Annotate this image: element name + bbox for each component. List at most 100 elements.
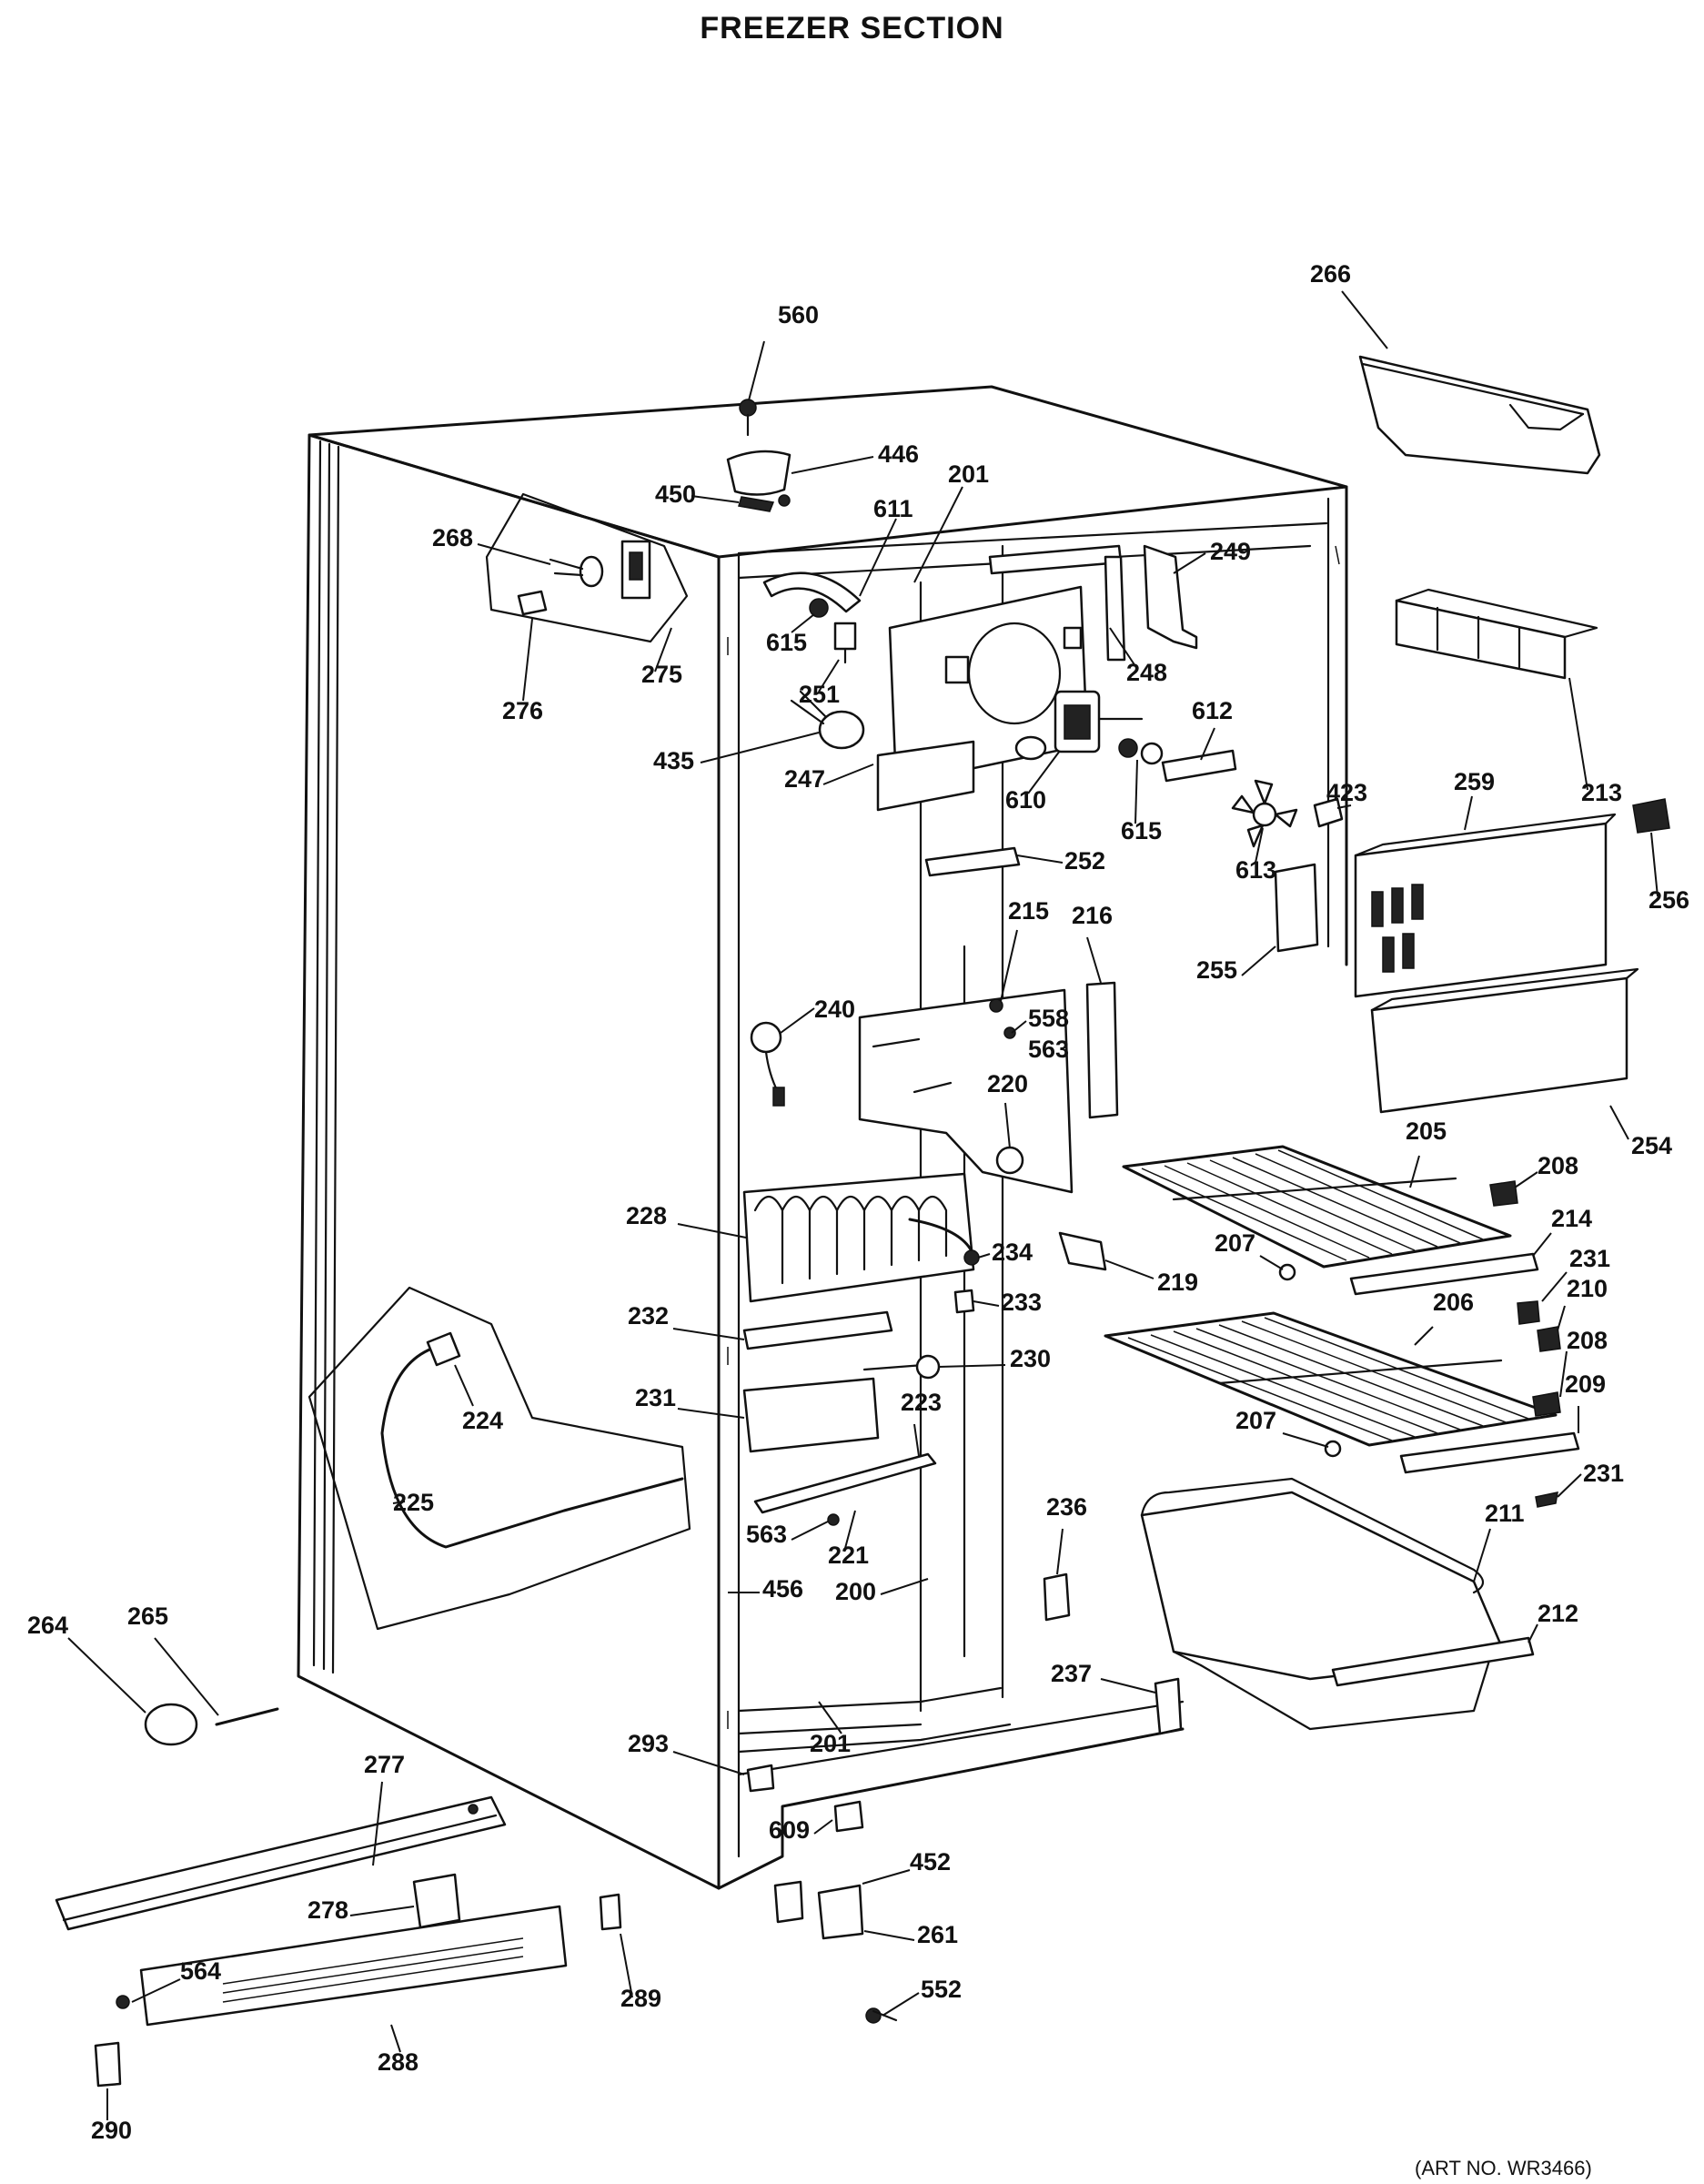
part-sensor-251 — [833, 622, 857, 664]
part-number-label: 251 — [799, 681, 840, 708]
part-number-label: 266 — [1310, 260, 1351, 288]
callout-layer: 5604464502682752766112012492666152512486… — [27, 260, 1689, 2144]
part-shelf-front-209 — [1399, 1431, 1580, 1474]
part-thermostat-230 — [862, 1354, 941, 1380]
part-thermostat-446 — [726, 450, 792, 507]
leader-line — [1341, 290, 1388, 349]
leader-line — [818, 659, 840, 693]
part-grommets-615 — [809, 598, 1164, 765]
part-number-label: 256 — [1649, 886, 1689, 914]
part-air-duct-215 — [858, 988, 1074, 1194]
part-number-label: 201 — [810, 1730, 851, 1757]
leader-line — [1100, 1678, 1156, 1694]
part-shelf-front-214 — [1349, 1252, 1539, 1296]
part-number-label: 220 — [987, 1070, 1028, 1097]
part-number-label: 289 — [620, 1985, 661, 2012]
part-light-switch-panel — [485, 492, 689, 643]
leader-line — [1568, 677, 1588, 791]
part-number-label: 221 — [828, 1542, 869, 1569]
part-bracket-249 — [1143, 544, 1198, 650]
callout-268: 268 — [432, 524, 551, 565]
callout-223: 223 — [901, 1389, 942, 1457]
part-rail-223 — [753, 1452, 937, 1514]
callout-205: 205 — [1406, 1117, 1447, 1188]
callout-240: 240 — [780, 996, 855, 1034]
part-number-label: 207 — [1215, 1229, 1255, 1257]
part-number-label: 255 — [1196, 956, 1237, 984]
leader-line — [349, 1906, 415, 1916]
leader-line — [1557, 1305, 1566, 1331]
callout-237: 237 — [1051, 1660, 1156, 1694]
leader-line — [791, 613, 815, 633]
callout-212: 212 — [1528, 1600, 1578, 1643]
callout-225: 225 — [392, 1489, 434, 1516]
part-hinge-237 — [1154, 1677, 1183, 1735]
part-light-shield-255 — [1274, 863, 1319, 953]
part-number-label: 231 — [635, 1384, 676, 1411]
part-number-label: 610 — [1005, 786, 1046, 814]
part-leveling-rail-277 — [55, 1795, 507, 1931]
part-number-label: 210 — [1567, 1275, 1608, 1302]
leader-line — [1650, 832, 1659, 897]
part-number-label: 265 — [127, 1603, 168, 1630]
part-shelf-205 — [1122, 1145, 1512, 1269]
part-number-label: 615 — [766, 629, 807, 656]
leader-line — [863, 1930, 915, 1941]
part-number-label: 225 — [393, 1489, 434, 1516]
part-light-bulb-423 — [1313, 797, 1344, 828]
part-number-label: 613 — [1235, 856, 1276, 884]
part-clip-290 — [94, 2041, 122, 2088]
leader-line — [938, 1364, 1006, 1368]
leader-line — [1473, 1528, 1491, 1582]
part-number-label: 452 — [910, 1848, 951, 1876]
part-screw-563b — [827, 1513, 840, 1526]
part-ice-tray-213 — [1395, 588, 1598, 680]
leader-line — [654, 627, 672, 672]
part-number-label: 612 — [1192, 697, 1233, 724]
part-axle-265 — [215, 1707, 279, 1726]
leader-line — [977, 1253, 991, 1259]
callout-201: 201 — [913, 460, 989, 583]
callout-290: 290 — [91, 2088, 132, 2144]
leader-line — [672, 1328, 745, 1340]
part-number-label: 231 — [1583, 1460, 1624, 1487]
part-number-label: 207 — [1235, 1407, 1276, 1434]
part-bracket-611 — [762, 571, 862, 613]
part-number-label: 213 — [1581, 779, 1622, 806]
callout-234: 234 — [977, 1239, 1033, 1266]
part-number-label: 560 — [778, 301, 819, 329]
callout-259: 259 — [1454, 768, 1495, 831]
part-number-label: 240 — [814, 996, 855, 1023]
leader-line — [1532, 1232, 1552, 1257]
part-number-label: 236 — [1046, 1493, 1087, 1521]
callout-210: 210 — [1557, 1275, 1608, 1331]
leader-line — [791, 456, 874, 474]
part-clip-289 — [599, 1893, 622, 1931]
callout-232: 232 — [628, 1302, 745, 1340]
callout-610: 610 — [1005, 750, 1061, 814]
callout-219: 219 — [1104, 1259, 1198, 1296]
callout-224: 224 — [454, 1364, 503, 1434]
part-number-label: 288 — [378, 2048, 418, 2076]
callout-560: 560 — [748, 301, 819, 401]
part-small-bottom — [746, 1764, 898, 2024]
callout-206: 206 — [1414, 1289, 1474, 1346]
part-number-label: 611 — [873, 495, 913, 522]
callout-247: 247 — [784, 763, 874, 793]
part-clip-450 — [738, 496, 775, 512]
part-screw-564 — [116, 1995, 130, 2009]
callout-450: 450 — [655, 480, 740, 508]
part-number-label: 275 — [641, 661, 682, 688]
leader-line — [1200, 727, 1215, 761]
part-drain-pan-232 — [742, 1310, 893, 1350]
part-damper-252 — [924, 846, 1021, 877]
leader-line — [154, 1637, 219, 1716]
part-number-label: 223 — [901, 1389, 942, 1416]
part-number-label: 254 — [1631, 1132, 1672, 1159]
part-number-label: 423 — [1326, 779, 1367, 806]
callout-278: 278 — [308, 1896, 415, 1924]
part-hinge-236 — [1043, 1572, 1071, 1622]
leader-line — [1541, 1271, 1568, 1302]
part-number-label: 200 — [835, 1578, 876, 1605]
